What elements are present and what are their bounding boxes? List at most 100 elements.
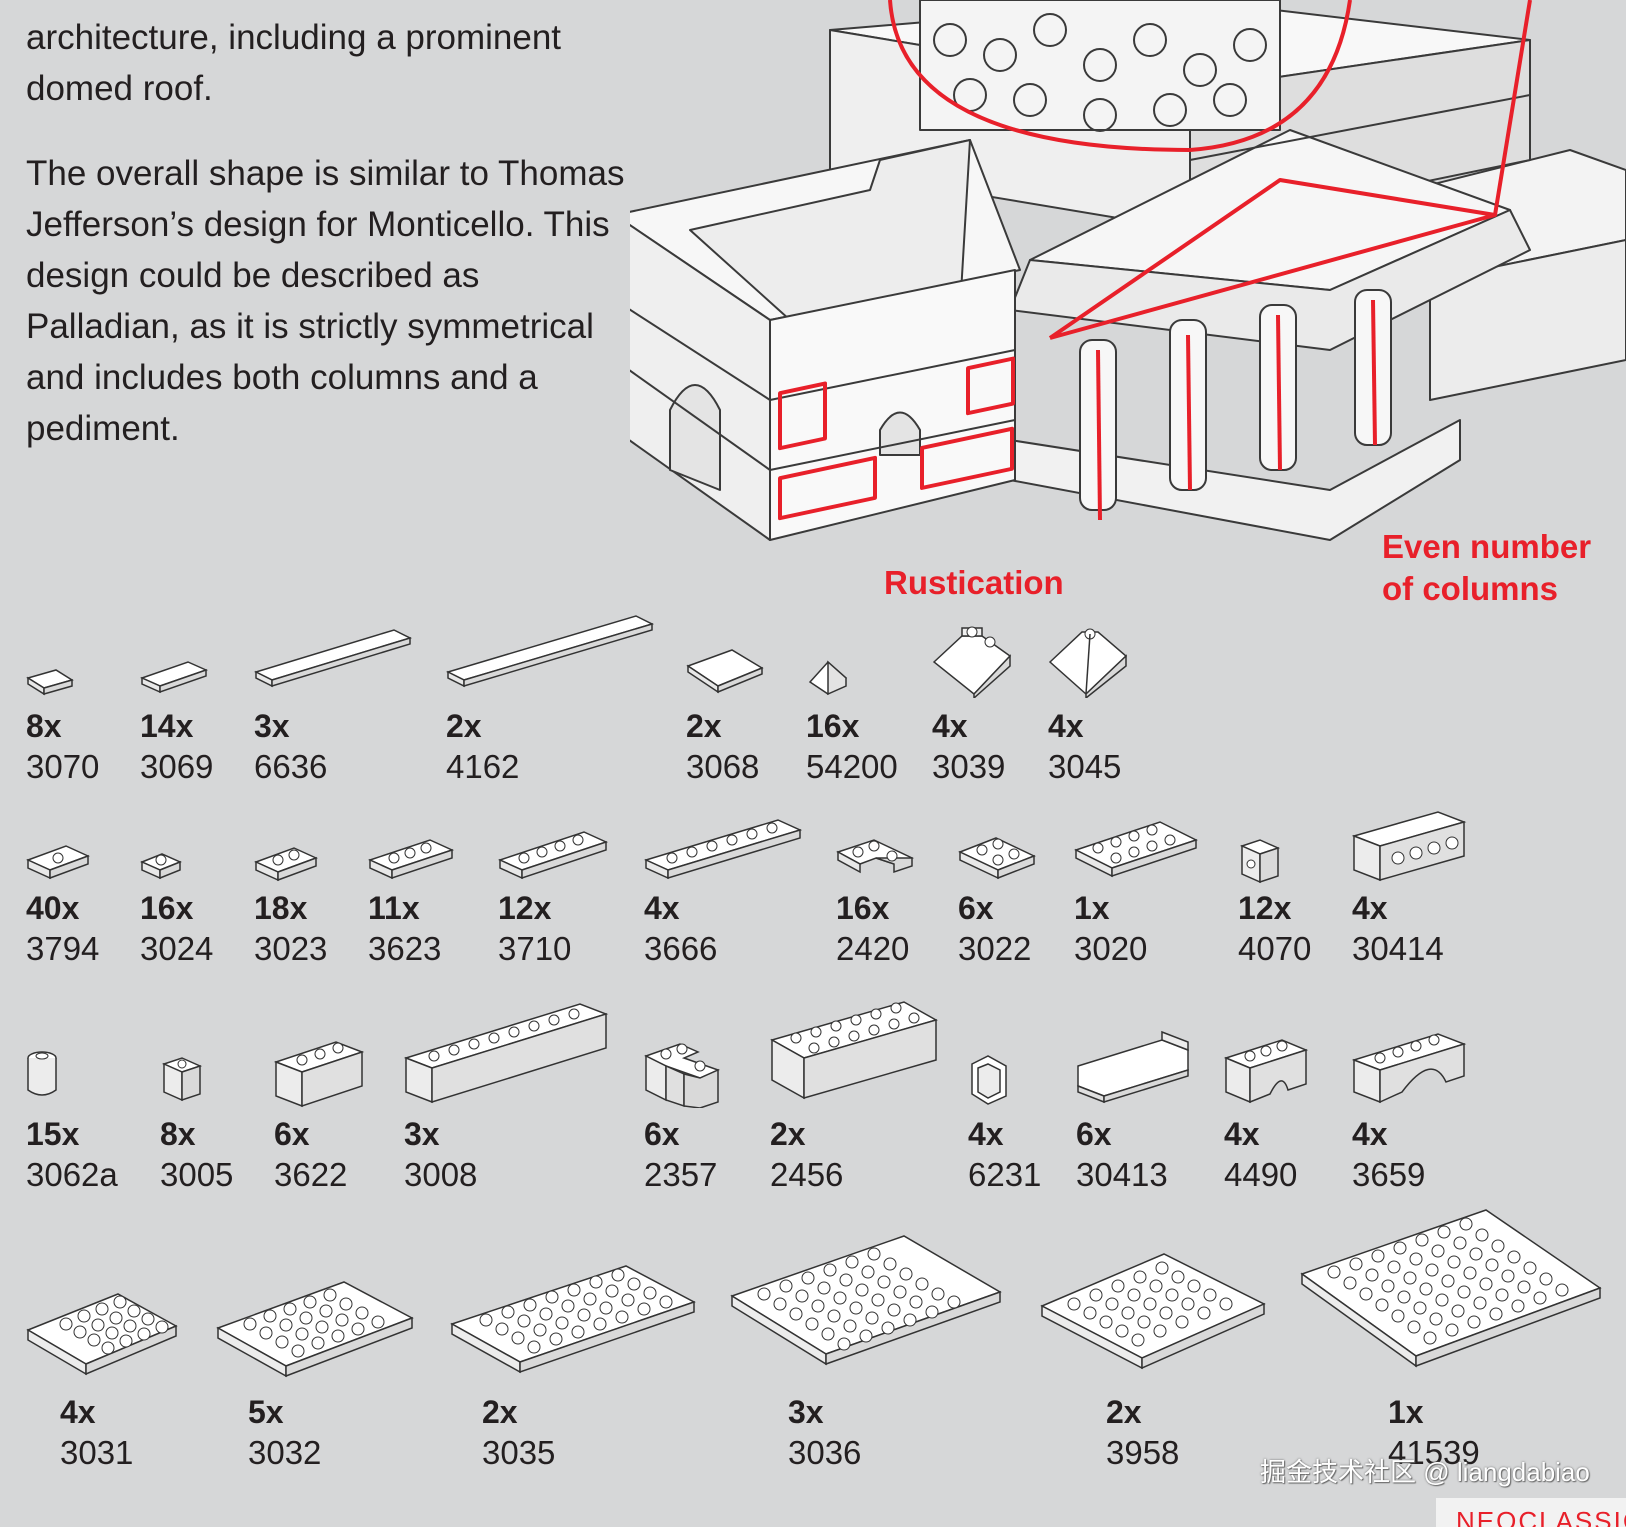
panel-icon [971, 1055, 1007, 1105]
part-number: 3794 [26, 930, 100, 967]
baseplate-icon [216, 1281, 414, 1378]
intro-paragraph-2: The overall shape is similar to Thomas J… [26, 154, 625, 448]
part-qty: 11x [368, 890, 420, 926]
annotation-even-columns-line2: of columns [1382, 570, 1559, 607]
corner-brick-icon [644, 1043, 721, 1108]
part-qty: 5x [248, 1394, 284, 1430]
slope-icon [808, 660, 848, 696]
corner-plate-icon [836, 839, 915, 874]
annotation-rustication: Rustication [884, 564, 1064, 601]
slope-icon [932, 626, 1012, 698]
part-number: 3659 [1352, 1156, 1426, 1193]
annotation-even-columns-line1: Even number [1382, 528, 1592, 565]
part-number: 54200 [806, 748, 898, 785]
part-number: 3024 [140, 930, 214, 967]
part-number: 3020 [1074, 930, 1148, 967]
part-number: 6636 [254, 748, 328, 785]
brick-icon [770, 1001, 938, 1100]
left-wing-side [769, 269, 1016, 541]
part-qty: 3x [254, 708, 290, 744]
side-arch [879, 411, 921, 456]
part-qty: 16x [836, 890, 890, 926]
part-qty: 3x [788, 1394, 824, 1430]
part-number: 3032 [248, 1434, 322, 1471]
part-number: 3022 [958, 930, 1032, 967]
brick-icon [1239, 839, 1281, 884]
part-number: 3958 [1106, 1434, 1180, 1471]
part-number: 30413 [1076, 1156, 1168, 1193]
annotation-even-columns: Even number of columns [1382, 526, 1591, 610]
part-qty: 40x [26, 890, 80, 926]
tile-icon [140, 661, 209, 694]
part-number: 3023 [254, 930, 328, 967]
part-number: 41539 [1388, 1434, 1480, 1471]
part-number: 2420 [836, 930, 910, 967]
plate-icon [1074, 821, 1198, 878]
panel-icon [1077, 1030, 1189, 1104]
part-qty: 4x [644, 890, 680, 926]
part-qty: 16x [806, 708, 860, 744]
part-qty: 4x [60, 1394, 96, 1430]
part-qty: 6x [644, 1116, 680, 1152]
part-number: 30414 [1352, 930, 1444, 967]
part-qty: 6x [958, 890, 994, 926]
part-number: 4070 [1238, 930, 1312, 967]
footer-tag: NEOCLASSIC [1436, 1498, 1626, 1527]
arch-icon [1352, 1033, 1467, 1104]
brick-icon [161, 1057, 203, 1102]
part-qty: 6x [274, 1116, 310, 1152]
tile-icon [686, 649, 764, 694]
part-number: 3623 [368, 930, 442, 967]
portico-floor [1009, 419, 1461, 541]
part-number: 3039 [932, 748, 1006, 785]
part-qty: 4x [932, 708, 968, 744]
baseplate-icon [26, 1293, 178, 1376]
footer-tag-label: NEOCLASSIC [1456, 1506, 1626, 1527]
plate-icon [498, 831, 609, 880]
building-illustration [630, 0, 1626, 541]
plate-icon [140, 853, 182, 880]
part-qty: 8x [160, 1116, 196, 1152]
part-number: 2357 [644, 1156, 718, 1193]
jumper-plate-icon [26, 845, 90, 880]
part-qty: 8x [26, 708, 62, 744]
plate-icon [644, 819, 803, 880]
plate-icon [254, 847, 318, 882]
brick-icon [1352, 811, 1467, 882]
part-number: 4162 [446, 748, 520, 785]
baseplate-icon [1300, 1209, 1602, 1368]
dome [919, 0, 1281, 132]
tile-icon [446, 615, 655, 688]
part-number: 3045 [1048, 748, 1122, 785]
part-qty: 1x [1388, 1394, 1424, 1430]
part-qty: 2x [446, 708, 482, 744]
part-qty: 2x [482, 1394, 518, 1430]
part-qty: 2x [686, 708, 722, 744]
part-qty: 2x [1106, 1394, 1142, 1430]
part-number: 3062a [26, 1156, 118, 1193]
tile-icon [254, 629, 413, 688]
plate-icon [368, 839, 455, 880]
part-qty: 6x [1076, 1116, 1112, 1152]
part-number: 3069 [140, 748, 214, 785]
part-number: 3008 [404, 1156, 478, 1193]
part-qty: 14x [140, 708, 194, 744]
baseplate-icon [1040, 1253, 1266, 1370]
part-number: 3031 [60, 1434, 134, 1471]
part-qty: 15x [26, 1116, 80, 1152]
part-qty: 1x [1074, 890, 1110, 926]
part-number: 3035 [482, 1434, 556, 1471]
right-wing-wall [1429, 239, 1626, 401]
brick-icon [404, 1003, 609, 1104]
baseplate-icon [450, 1265, 696, 1374]
part-number: 3005 [160, 1156, 234, 1193]
part-qty: 3x [404, 1116, 440, 1152]
part-qty: 2x [770, 1116, 806, 1152]
part-qty: 12x [498, 890, 552, 926]
part-number: 3036 [788, 1434, 862, 1471]
part-qty: 4x [1352, 1116, 1388, 1152]
part-qty: 12x [1238, 890, 1292, 926]
part-qty: 16x [140, 890, 194, 926]
part-number: 3666 [644, 930, 718, 967]
watermark: 掘金技术社区 @ liangdabiao [1260, 1457, 1590, 1487]
